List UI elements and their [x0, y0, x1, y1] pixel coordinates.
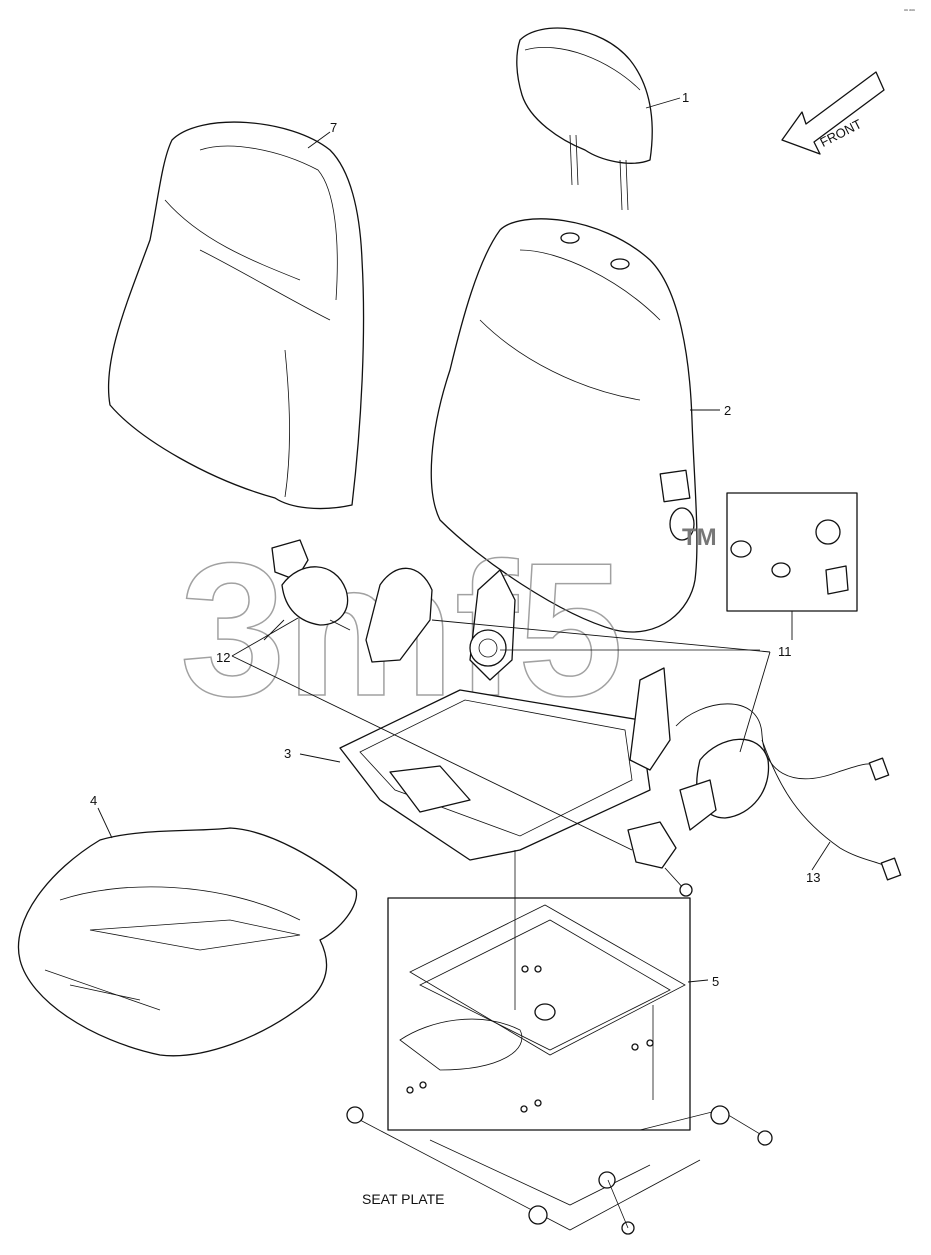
callout-4: 4 [90, 793, 97, 808]
corner-mark: ᵃᵃ ᵃᵃᵃ [904, 8, 915, 14]
cap-kit [726, 492, 858, 612]
leader-lines [97, 97, 831, 983]
callout-labels: 1 2 3 4 5 7 11 12 13 [90, 90, 820, 989]
callout-11: 11 [778, 644, 792, 659]
backrest-cushion [430, 218, 698, 633]
callout-7: 7 [330, 120, 337, 135]
seat-cushion [17, 827, 358, 1057]
backrest-cover [107, 121, 365, 510]
seat-slide-rails [387, 850, 691, 1131]
watermark-tm: TM [682, 524, 717, 551]
seat-frame [339, 567, 760, 861]
headrest [516, 27, 653, 211]
seat-plate-label: SEAT PLATE [362, 1191, 444, 1207]
callout-2: 2 [724, 403, 731, 418]
wire-harness [675, 703, 902, 881]
callout-5: 5 [712, 974, 719, 989]
front-arrow: FRONT [781, 71, 885, 155]
callout-13: 13 [806, 870, 820, 885]
callout-12: 12 [216, 650, 230, 665]
callout-1: 1 [682, 90, 689, 105]
callout-3: 3 [284, 746, 291, 761]
seat-plate: SEAT PLATE [346, 1105, 773, 1235]
seat-belt [271, 539, 693, 897]
